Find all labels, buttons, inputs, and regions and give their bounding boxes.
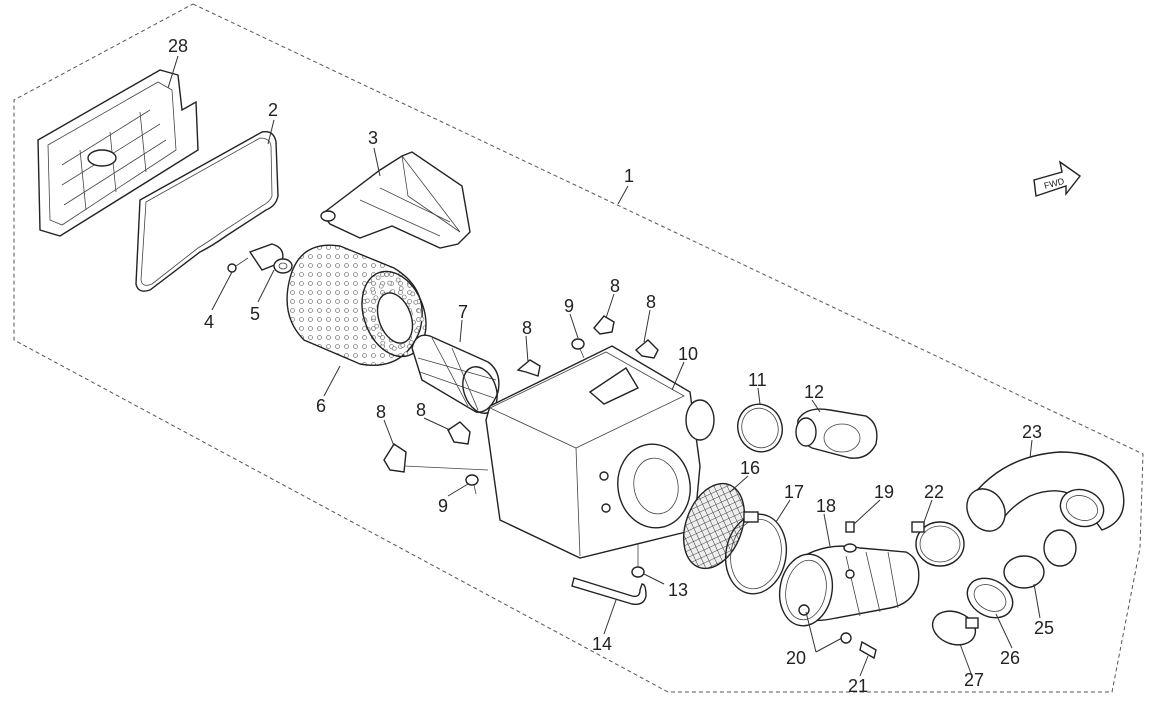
callout-12: 12 (804, 382, 824, 402)
bracket-5 (248, 243, 293, 274)
inlet-boot-12 (795, 408, 878, 459)
air-filter-element (286, 244, 427, 366)
callout-21: 21 (848, 676, 868, 696)
callout-8-e: 8 (416, 400, 426, 420)
callout-27: 27 (964, 670, 984, 690)
clip-8-upper-a (516, 359, 541, 377)
callout-25: 25 (1034, 618, 1054, 638)
coupler-26 (966, 577, 1014, 619)
lid-gasket (135, 131, 279, 292)
hose-clamp-17 (724, 511, 788, 595)
callout-22: 22 (924, 482, 944, 502)
callout-8-c: 8 (646, 292, 656, 312)
drain-tube-14 (571, 577, 647, 606)
callout-23: 23 (1022, 422, 1042, 442)
callout-28: 28 (168, 36, 188, 56)
filter-cage (411, 334, 500, 414)
callout-8-b: 8 (610, 276, 620, 296)
forward-arrow-icon: FWD (1033, 160, 1082, 197)
callout-1: 1 (624, 166, 634, 186)
screw-4 (227, 257, 249, 273)
intake-tube-18 (778, 545, 920, 627)
hose-clamp-11 (737, 403, 783, 453)
callout-18: 18 (816, 496, 836, 516)
callout-8-a: 8 (522, 318, 532, 338)
clip-8-left-a (383, 443, 407, 473)
callout-10: 10 (678, 344, 698, 364)
fitting-21 (859, 640, 877, 660)
sensor-19 (843, 521, 857, 553)
intake-duct-cover (320, 151, 471, 249)
callout-16: 16 (740, 458, 760, 478)
callout-17: 17 (784, 482, 804, 502)
callout-11: 11 (748, 370, 767, 390)
callout-7: 7 (458, 302, 468, 322)
callout-8-d: 8 (376, 402, 386, 422)
clip-8-upper-c (634, 339, 659, 359)
callout-numbers: 28 2 3 1 4 5 6 7 8 8 8 8 8 9 9 10 11 12 … (168, 36, 1054, 696)
bolt-9-lower (465, 474, 479, 495)
assembly-boundary (13, 3, 1144, 693)
grommet-20 (840, 632, 852, 644)
callout-5: 5 (250, 304, 260, 324)
leader-lines (167, 55, 1041, 677)
callout-3: 3 (368, 128, 378, 148)
drain-clamp-13 (631, 544, 645, 578)
bolt-9-upper (571, 338, 585, 359)
hose-clamp-22 (911, 521, 965, 567)
hose-clamp-27 (931, 610, 979, 646)
callout-14: 14 (592, 634, 612, 654)
elbow-hose-23 (966, 451, 1125, 532)
callout-4: 4 (204, 312, 214, 332)
mesh-screen-16 (682, 482, 746, 570)
airbox-housing (485, 345, 715, 559)
clip-8-upper-b (593, 315, 615, 335)
callout-20: 20 (786, 648, 806, 668)
callout-6: 6 (316, 396, 326, 416)
callout-13: 13 (668, 580, 688, 600)
callout-26: 26 (1000, 648, 1020, 668)
callout-2: 2 (268, 100, 278, 120)
airbox-lid (37, 69, 199, 237)
callout-9-b: 9 (438, 496, 448, 516)
clip-8-left-b (447, 421, 471, 445)
hose-clamp-25 (1003, 529, 1077, 589)
callout-9-a: 9 (564, 296, 574, 316)
callout-19: 19 (874, 482, 894, 502)
